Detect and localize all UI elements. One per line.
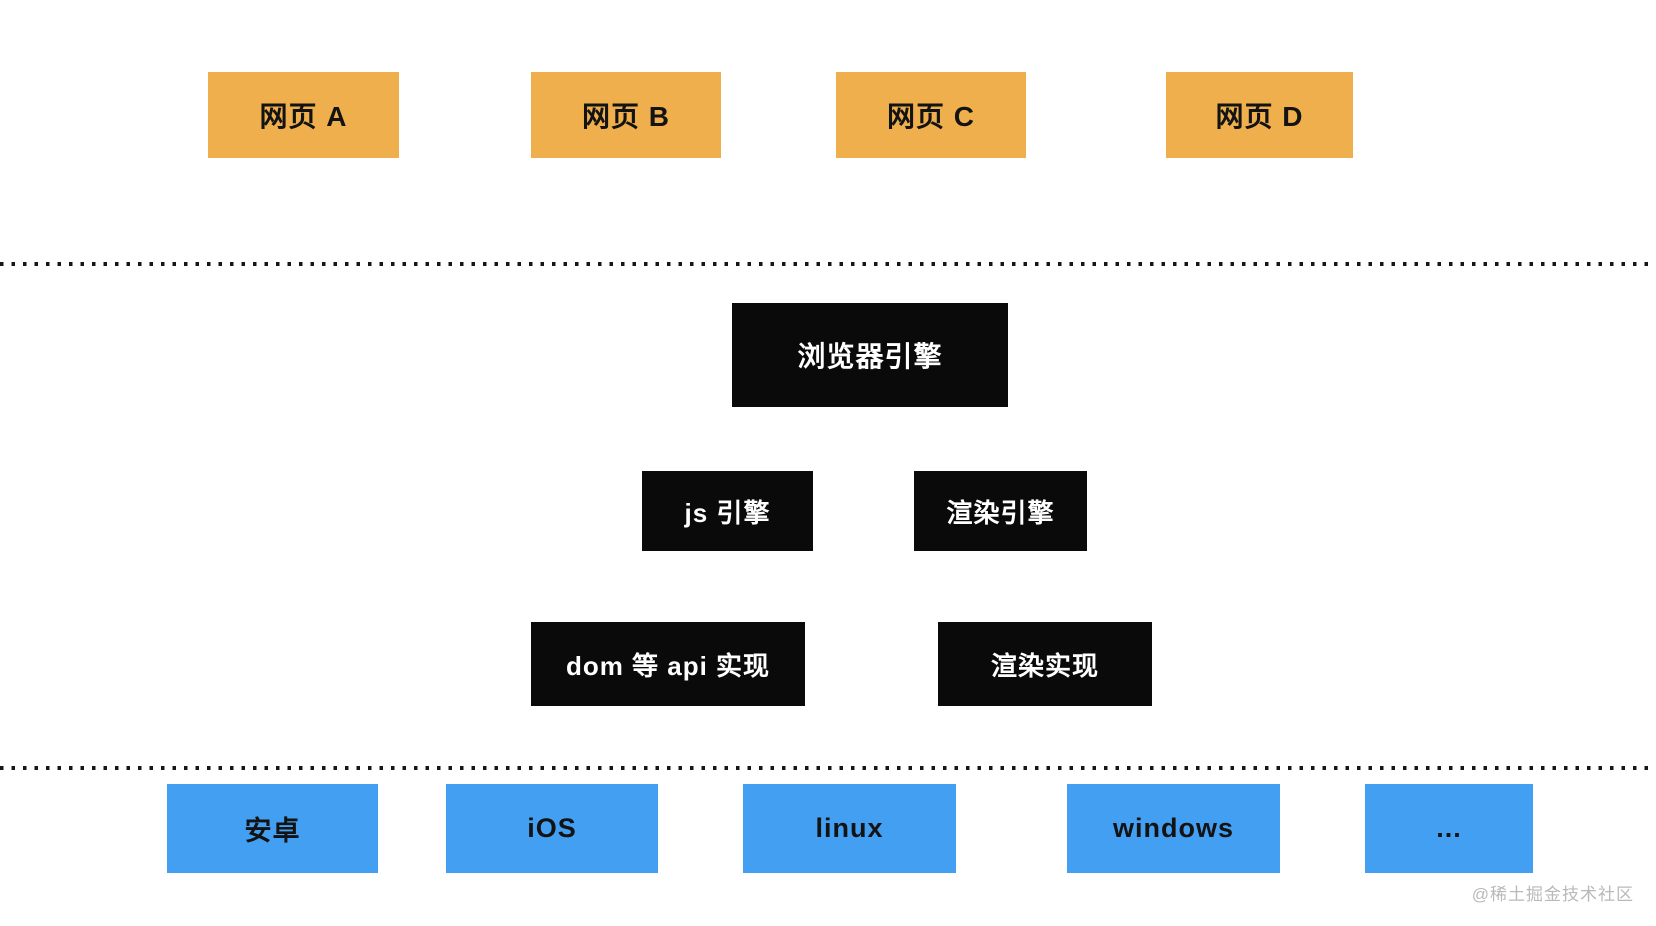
platform-box-linux: linux [743, 784, 956, 873]
platform-box-ios: iOS [446, 784, 658, 873]
platform-box-windows: windows [1067, 784, 1280, 873]
platform-box-android: 安卓 [167, 784, 378, 873]
dotted-divider-top [0, 262, 1656, 266]
browser-engine-box: 浏览器引擎 [732, 303, 1008, 407]
watermark: @稀土掘金技术社区 [1471, 885, 1634, 904]
render-engine-box: 渲染引擎 [914, 471, 1087, 551]
dom-api-impl-box: dom 等 api 实现 [531, 622, 805, 706]
webpage-box-c: 网页 C [836, 72, 1026, 158]
webpage-box-b: 网页 B [531, 72, 721, 158]
platform-box-ellipsis: ... [1365, 784, 1533, 873]
render-impl-box: 渲染实现 [938, 622, 1152, 706]
js-engine-box: js 引擎 [642, 471, 813, 551]
webpage-box-d: 网页 D [1166, 72, 1353, 158]
webpage-box-a: 网页 A [208, 72, 399, 158]
dotted-divider-bottom [0, 766, 1656, 770]
